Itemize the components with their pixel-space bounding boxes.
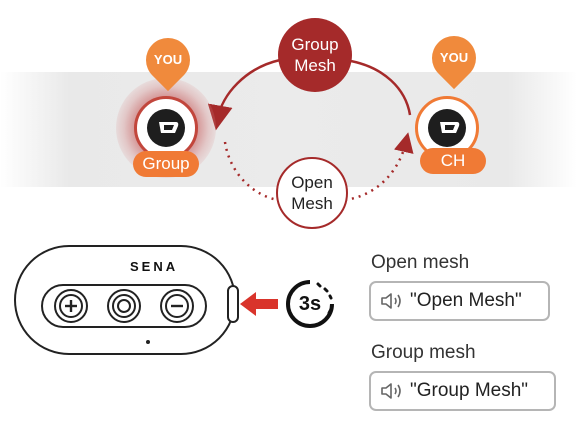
button-panel xyxy=(41,284,207,328)
timer-icon xyxy=(286,280,334,328)
group-mesh-heading: Group mesh xyxy=(371,342,476,363)
group-mesh-voice-box: "Group Mesh" xyxy=(369,371,556,411)
right-ch-tag: CH xyxy=(420,148,486,174)
sena-device: SENA xyxy=(14,245,236,355)
center-button-icon xyxy=(112,294,136,318)
open-mesh-line1: Open xyxy=(291,173,333,192)
left-you-label: YOU xyxy=(153,52,183,67)
solid-arc-right xyxy=(344,58,412,116)
open-mesh-heading: Open mesh xyxy=(371,252,470,273)
hold-3s-indicator: 3s xyxy=(284,278,336,330)
speaker-icon xyxy=(381,293,401,309)
helmet-icon xyxy=(147,109,185,147)
minus-icon xyxy=(165,294,189,318)
left-rider-circle xyxy=(134,96,198,160)
open-mesh-voice-box: "Open Mesh" xyxy=(369,281,550,321)
right-you-pin: YOU xyxy=(422,26,486,90)
plus-icon xyxy=(59,294,83,318)
arrow-icon xyxy=(240,292,278,316)
minus-button[interactable] xyxy=(160,289,194,323)
open-mesh-line2: Mesh xyxy=(291,194,333,213)
speaker-icon xyxy=(381,383,401,399)
plus-button[interactable] xyxy=(54,289,88,323)
helmet-icon xyxy=(428,109,466,147)
left-you-pin: YOU xyxy=(136,28,200,92)
group-mesh-bubble: Group Mesh xyxy=(278,18,352,92)
open-mesh-bubble: Open Mesh xyxy=(276,157,348,229)
device-brand: SENA xyxy=(130,259,179,274)
group-mesh-line2: Mesh xyxy=(294,56,336,75)
side-button[interactable] xyxy=(227,285,239,323)
center-button[interactable] xyxy=(107,289,141,323)
group-mesh-line1: Group xyxy=(291,35,339,54)
right-you-label: YOU xyxy=(439,50,469,65)
hold-label: 3s xyxy=(298,293,322,315)
mic-dot xyxy=(146,340,150,344)
dotted-arc-left xyxy=(223,141,279,202)
group-mesh-voice-text: "Group Mesh" xyxy=(410,380,529,401)
dotted-arc-right xyxy=(344,132,414,202)
solid-arc-left xyxy=(207,58,281,131)
open-mesh-voice-text: "Open Mesh" xyxy=(410,290,522,311)
left-group-tag: Group xyxy=(133,151,199,177)
